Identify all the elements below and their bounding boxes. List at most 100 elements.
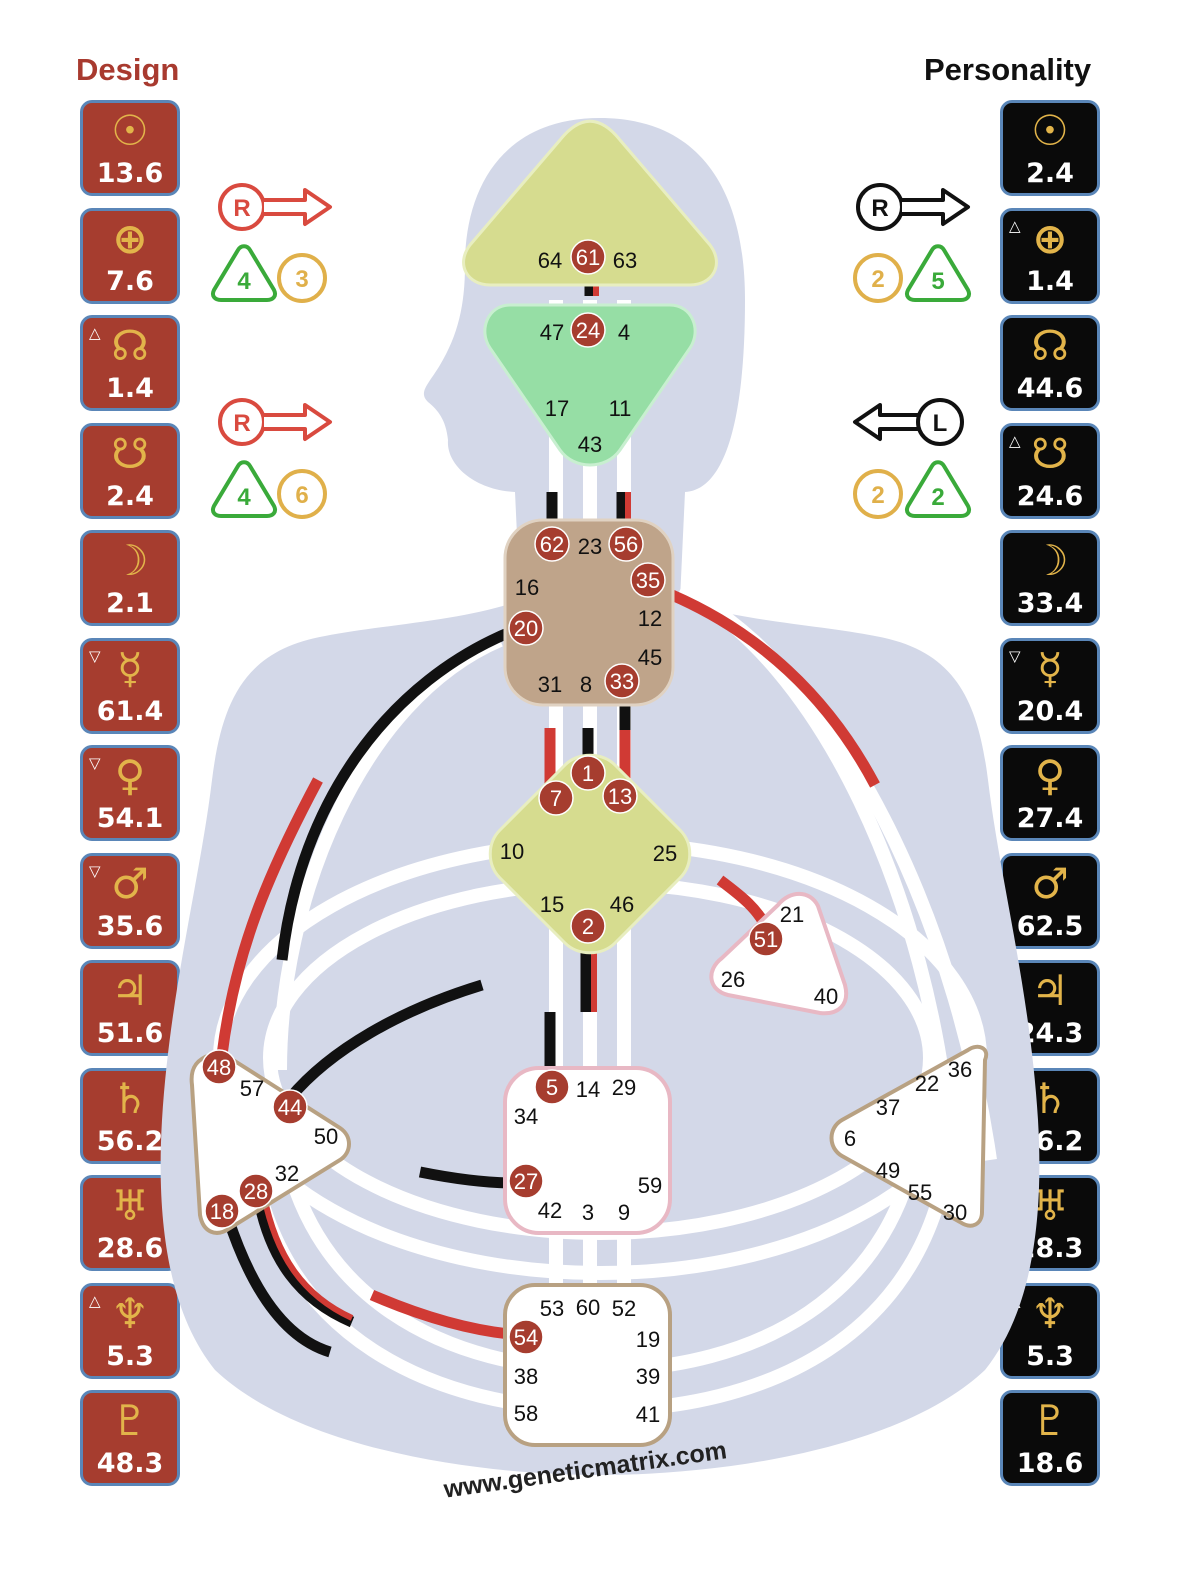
planet-value: 28.6 [96,1233,164,1264]
gate-49: 49 [876,1158,900,1183]
gate-42: 42 [538,1198,562,1223]
personality-planet-2: ☊44.6 [1000,315,1100,411]
retro-mark: △ [1009,431,1021,450]
retro-mark: △ [89,324,101,342]
design-planet-7: ▽♂35.6 [80,852,180,949]
arrow-letter: L [933,410,948,437]
gate-46: 46 [610,892,634,917]
planet-value: 18.6 [1016,1448,1084,1479]
design-planet-12: ♇48.3 [80,1390,180,1486]
active-gate-marker [604,663,640,699]
personality-planet-12: ♇18.6 [1000,1390,1100,1486]
gate-26: 26 [721,967,745,992]
throat-center [503,518,675,707]
active-gate-marker [272,1089,308,1125]
planet-value: 33.4 [1016,588,1084,619]
planet-glyph-icon: ☊ [1031,321,1069,370]
active-gate-marker [508,1319,544,1355]
variable-design-bottom: R 4 6 [210,398,332,519]
gate-24: 24 [576,318,600,343]
planet-value: 2.4 [1026,158,1074,189]
active-gate-marker [534,1069,570,1105]
planet-glyph-icon: ♇ [1031,1396,1069,1445]
arrow-letter: R [233,195,250,222]
gate-21: 21 [780,902,804,927]
planet-value: 27.4 [1016,803,1084,834]
planet-glyph-icon: ☽ [1031,536,1069,585]
active-gate-marker [608,526,644,562]
gate-15: 15 [540,892,564,917]
active-gate-marker [538,780,574,816]
gate-41: 41 [636,1402,660,1427]
planet-value: 62.5 [1016,910,1084,942]
planet-glyph-icon: ☽ [111,536,149,585]
active-gate-marker [534,526,570,562]
gate-33: 33 [610,669,634,694]
variable-design-top: R 4 3 [210,183,332,303]
gate-8: 8 [580,672,592,697]
gate-23: 23 [578,534,602,559]
planet-glyph-icon: ☿ [1037,643,1063,693]
personality-planet-6: ♀27.4 [1000,745,1100,841]
gate-22: 22 [915,1071,939,1096]
planet-value: 5.3 [106,1340,154,1372]
planet-glyph-icon: ☊ [111,321,149,370]
gate-35: 35 [636,568,660,593]
gate-38: 38 [514,1364,538,1389]
gate-11: 11 [609,396,632,421]
planet-value: 5.3 [1026,1340,1074,1372]
ajna-center [483,303,697,467]
triangle-value: 4 [237,484,251,511]
gate-44: 44 [278,1095,302,1120]
gate-55: 55 [908,1180,932,1205]
triangle-value: 5 [931,268,944,295]
active-gate-marker [602,778,638,814]
gate-3: 3 [582,1200,594,1225]
gate-12: 12 [638,606,662,631]
planet-glyph-icon: ♃ [111,966,149,1015]
gate-64: 64 [538,248,562,273]
gate-57: 57 [240,1076,264,1101]
gate-62: 62 [540,532,564,557]
planet-glyph-icon: ♇ [111,1396,149,1445]
planet-value: 2.4 [106,480,154,512]
gate-34: 34 [514,1104,538,1129]
gate-10: 10 [500,839,524,864]
planet-glyph-icon: ☉ [111,106,149,155]
gate-63: 63 [613,248,637,273]
gate-20: 20 [514,616,538,641]
retro-mark: ▽ [89,646,101,665]
root-center [503,1283,672,1447]
gate-18: 18 [210,1199,234,1224]
planet-value: 44.6 [1016,373,1084,404]
circle-value: 2 [871,266,884,293]
gate-6: 6 [844,1126,856,1151]
planet-glyph-icon: ♀ [1034,751,1066,800]
planet-glyph-icon: ♃ [1031,966,1069,1015]
gate-43: 43 [578,432,602,457]
gate-31: 31 [538,672,562,697]
gate-9: 9 [618,1200,630,1225]
planet-glyph-icon: ♅ [111,1181,149,1230]
gate-56: 56 [614,532,638,557]
gate-28: 28 [244,1179,268,1204]
planet-glyph-icon: ☋ [111,428,149,478]
design-planet-5: ▽☿61.4 [80,637,180,734]
design-planet-11: △♆5.3 [80,1282,180,1379]
planet-value: 51.6 [96,1018,164,1049]
heart-center [709,891,849,1016]
gate-2: 2 [582,914,594,939]
gate-29: 29 [612,1075,636,1100]
gate-19: 19 [636,1327,660,1352]
personality-planet-7: ♂62.5 [1000,852,1100,949]
gate-47: 47 [540,320,564,345]
active-gate-marker [748,921,784,957]
design-planet-2: △☊1.4 [80,315,180,411]
triangle-value: 2 [931,484,944,511]
gate-27: 27 [514,1169,538,1194]
circle-value: 3 [295,266,308,293]
retro-mark: ▽ [89,861,101,880]
personality-header: Personality [924,52,1092,87]
planet-glyph-icon: ♆ [111,1288,149,1338]
planet-value: 13.6 [96,158,164,189]
